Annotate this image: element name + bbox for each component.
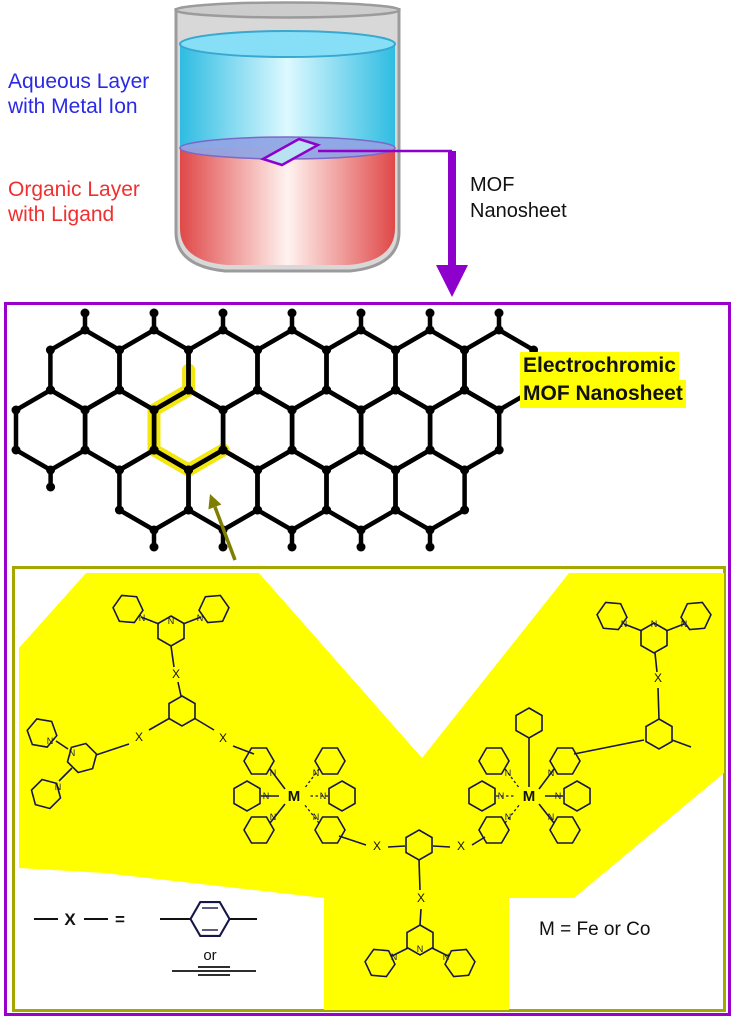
unit-highlight-band: [19, 573, 724, 1010]
linker-label-x: X: [172, 667, 180, 681]
atom-label-n: N: [651, 619, 658, 629]
atom-label-n: N: [505, 812, 512, 822]
unit-arrow-head: [208, 494, 222, 510]
beaker-illustration: [174, 1, 468, 297]
atom-label-n: N: [505, 768, 512, 778]
linker-label-x: X: [135, 730, 143, 744]
atom-label-n: N: [55, 782, 62, 792]
organic-label-line2: with Ligand: [8, 202, 115, 226]
core-center: X X X: [373, 829, 486, 926]
atom-label-n: N: [555, 791, 562, 801]
atom-label-n: N: [548, 768, 555, 778]
nanosheet-parallelogram: [259, 137, 322, 167]
atom-label-n: N: [263, 791, 270, 801]
metal-complex-left: M N N N N N N: [233, 740, 367, 851]
hexagonal-lattice: [6, 306, 732, 561]
atom-label-n: N: [69, 748, 76, 758]
organic-layer: [180, 148, 395, 265]
ligand-right: X N N N: [593, 596, 715, 750]
atom-label-n: N: [548, 812, 555, 822]
mof-nanosheet-label: MOF Nanosheet: [470, 172, 567, 224]
atom-label-n: N: [443, 952, 450, 962]
linker-label-x: X: [219, 731, 227, 745]
atom-label-n: N: [498, 791, 505, 801]
aqueous-label-line2: with Metal Ion: [8, 94, 138, 118]
metal-label-m: M: [288, 788, 301, 805]
organic-layer-label: Organic Layer with Ligand: [8, 178, 140, 228]
linker-label-x: X: [373, 839, 381, 853]
legend-x-label: X: [64, 910, 76, 929]
linker-label-x: X: [417, 891, 425, 905]
atom-label-n: N: [197, 613, 204, 623]
ec-title-line1: Electrochromic: [520, 352, 679, 381]
atom-label-n: N: [168, 616, 175, 626]
atom-label-n: N: [270, 812, 277, 822]
linker-legend: X = or: [34, 901, 257, 976]
alkyne-option: [172, 966, 256, 976]
atom-label-n: N: [313, 812, 320, 822]
atom-label-n: N: [417, 944, 424, 954]
metal-legend: M = Fe or Co: [539, 919, 650, 940]
organic-label-line1: Organic Layer: [8, 178, 140, 201]
aqueous-layer-label: Aqueous Layer with Metal Ion: [8, 70, 149, 120]
mof-label-line1: MOF: [470, 174, 515, 196]
lattice-hexagons: [12, 326, 539, 535]
metal-label-m: M: [523, 788, 536, 805]
unit-pointer-arrow: [208, 494, 237, 561]
atom-label-n: N: [391, 952, 398, 962]
mof-label-line2: Nanosheet: [470, 200, 567, 222]
ec-title-line2: MOF Nanosheet: [520, 380, 686, 409]
phenylene-ring: [189, 901, 231, 937]
electrochromic-title: Electrochromic MOF Nanosheet: [520, 352, 686, 409]
linker-label-x: X: [654, 671, 662, 685]
ligand-left: N N N N N N X X X: [23, 589, 255, 815]
atom-label-n: N: [320, 791, 327, 801]
beaker-rim: [174, 1, 401, 19]
linker-label-x: X: [457, 839, 465, 853]
legend-equals: =: [115, 910, 125, 929]
atom-label-n: N: [139, 613, 146, 623]
atom-label-n: N: [313, 768, 320, 778]
ligand-bottom: N N N: [361, 924, 479, 983]
down-arrow-head: [436, 265, 468, 297]
molecular-structure: N N N N N N X X X M N N: [19, 573, 724, 1010]
atom-label-n: N: [681, 619, 688, 629]
atom-label-n: N: [270, 768, 277, 778]
legend-or: or: [203, 947, 216, 964]
aqueous-label-line1: Aqueous Layer: [8, 70, 150, 93]
aqueous-layer: [180, 44, 395, 148]
beaker-glass: [174, 1, 401, 273]
nanosheet-callout: [259, 137, 468, 297]
aqueous-surface: [179, 30, 396, 58]
atom-label-n: N: [47, 736, 54, 746]
metal-complex-right: M N N N N N N: [468, 707, 645, 851]
atom-label-n: N: [621, 619, 628, 629]
